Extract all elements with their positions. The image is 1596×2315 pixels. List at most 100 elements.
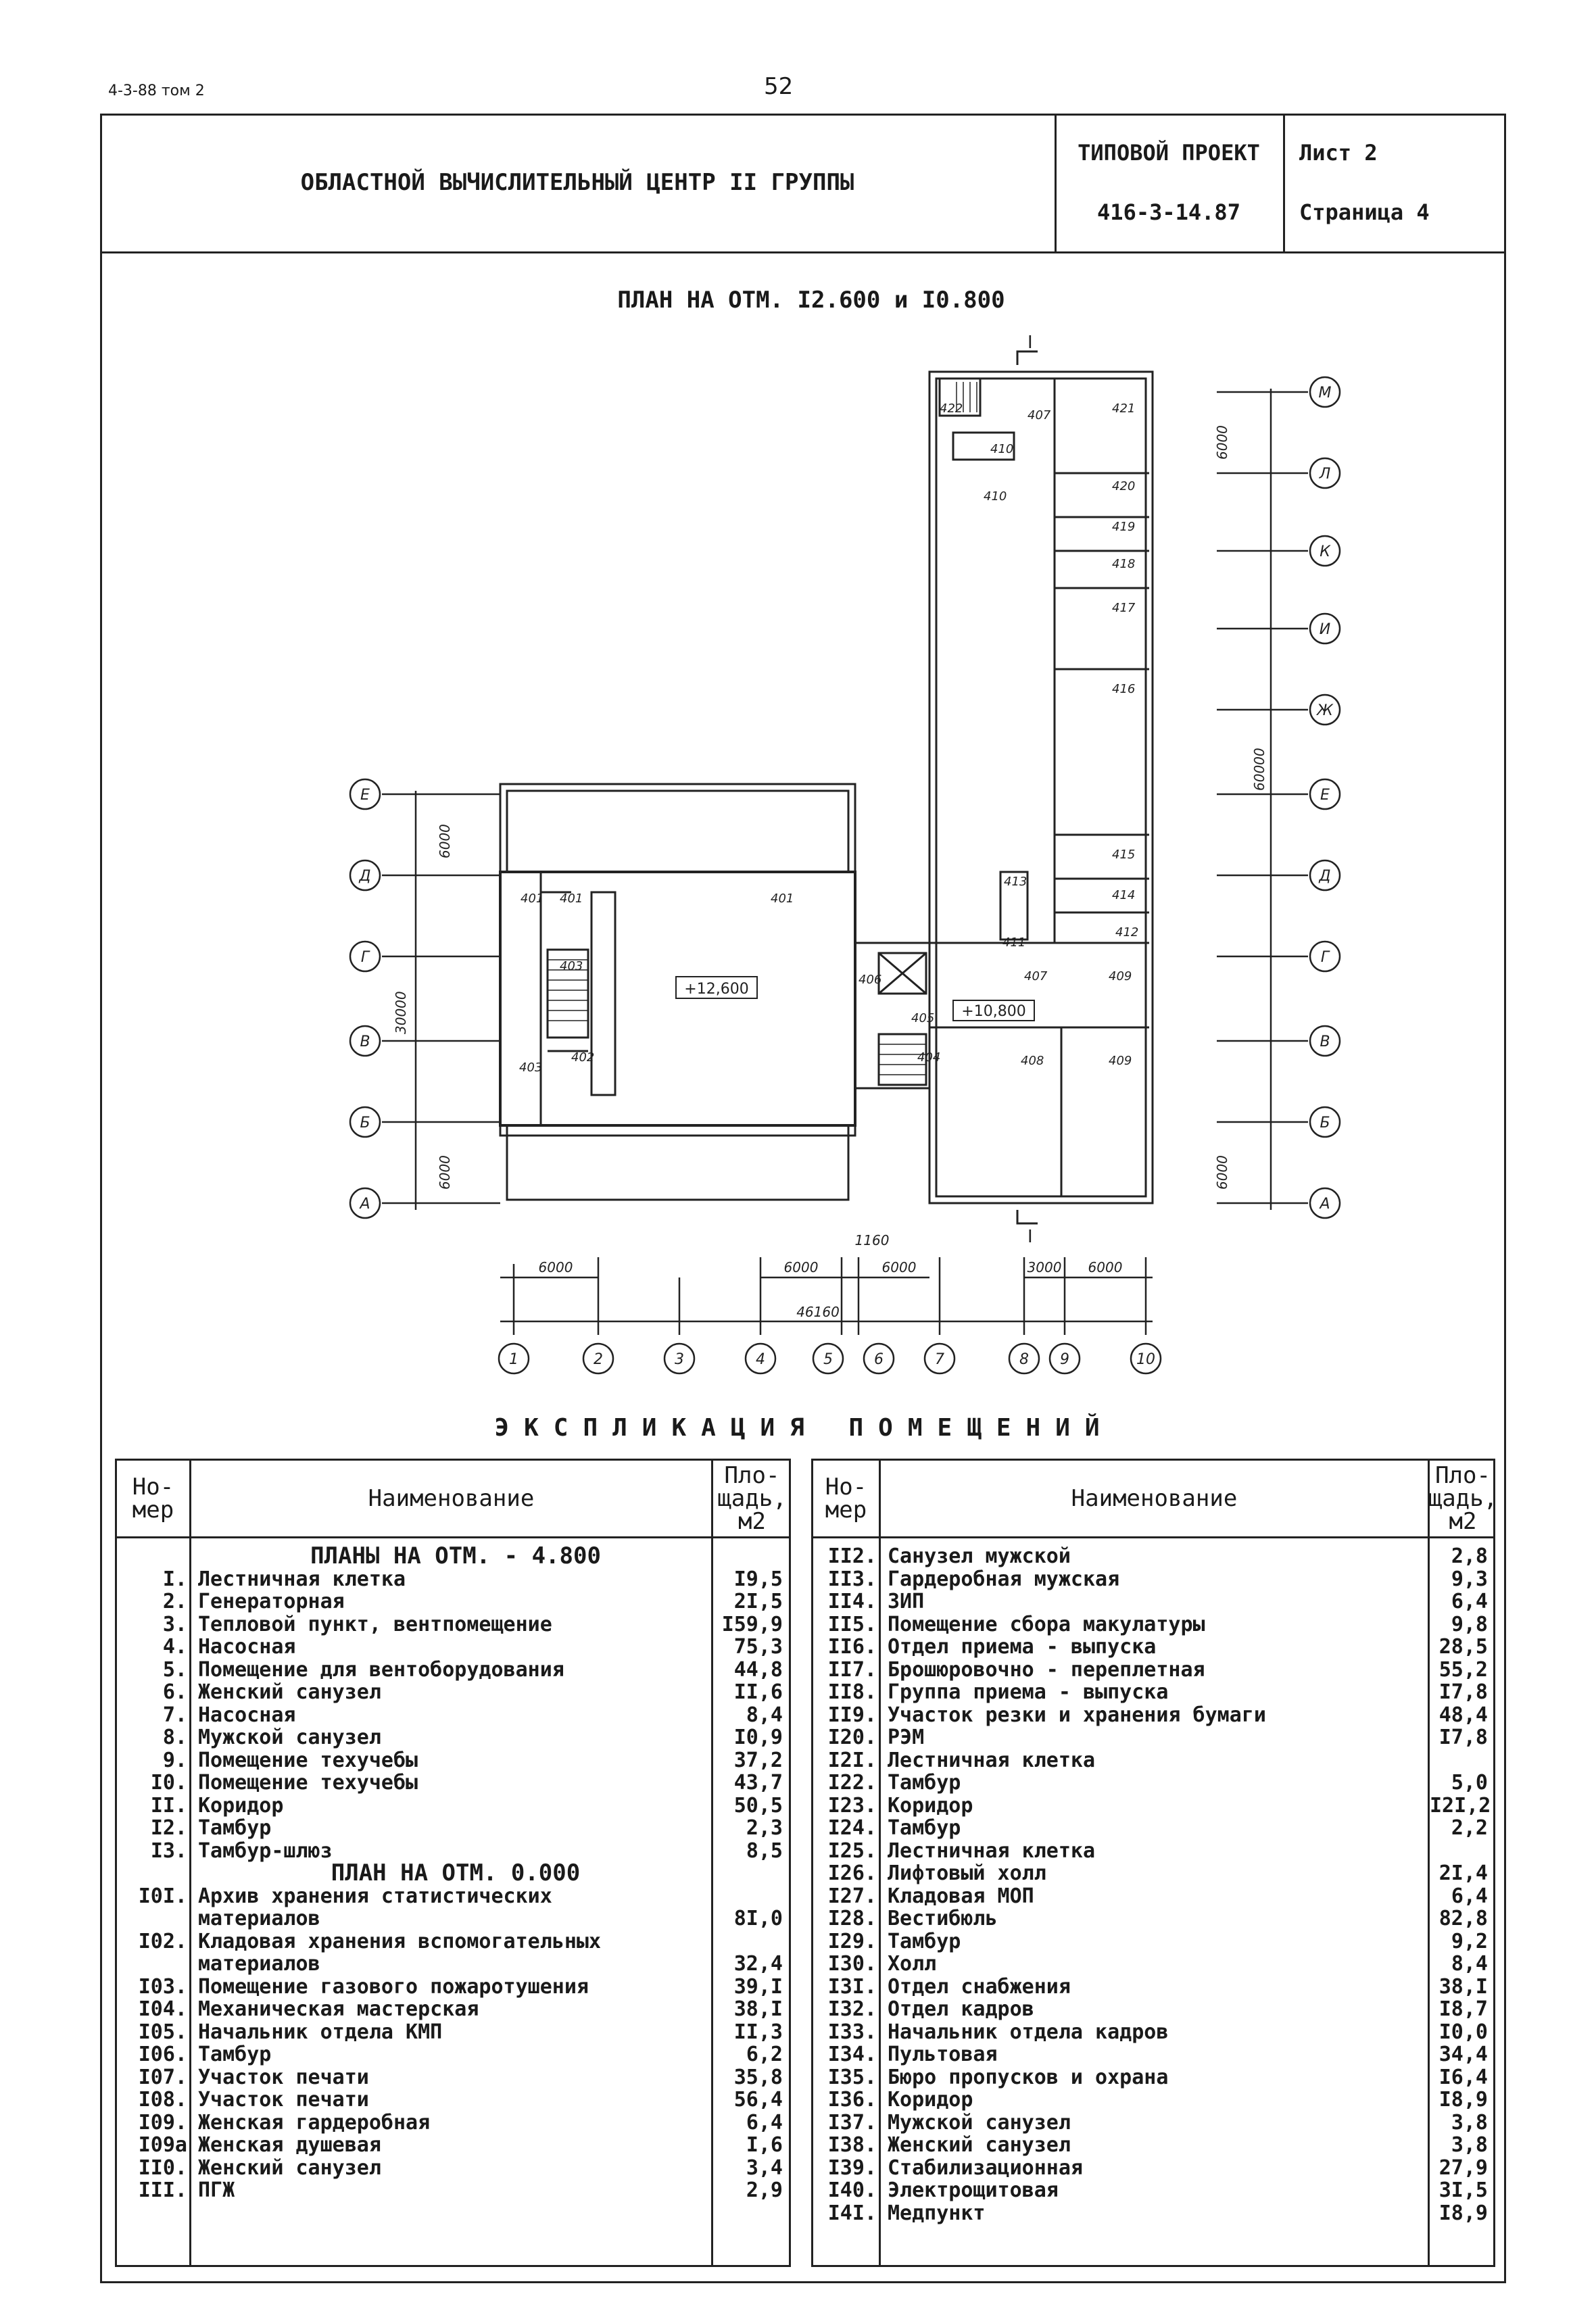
room-name: Помещение для вентоборудования [198,1658,564,1681]
room-area: 3,8 [1451,2110,1488,2135]
room-name: материалов [198,1953,320,1976]
room-name: Коридор [888,2089,973,2112]
room-number: II9. [827,1703,877,1727]
room-label: 411 [1002,935,1025,950]
room-area: I8,9 [1438,2201,1488,2225]
room-name: РЭМ [888,1726,925,1749]
room-name: Архив хранения статистических [198,1884,552,1907]
room-number: I35. [827,2065,877,2089]
room-name: Тамбур [198,1817,272,1840]
room-name: материалов [198,1907,320,1930]
sheet-number: Лист 2 [1299,140,1378,166]
dim-bottom: 6000 [784,1259,819,1275]
table-header: Но- мер Наименование Пло- щадь, м2 [811,1459,1497,1538]
room-area: I8,9 [1438,2088,1488,2112]
page-number: 52 [764,73,794,100]
room-area: 38,I [1438,1974,1488,1999]
room-area: I7,8 [1438,1680,1488,1704]
room-name: Тамбур [888,1817,961,1840]
room-area: 2,3 [746,1816,783,1840]
room-name: Электрощитовая [888,2179,1059,2202]
room-name: Помещение техучебы [198,1749,418,1772]
room-area: 43,7 [733,1771,783,1795]
room-number: I4I. [827,2201,877,2225]
room-area: 27,9 [1438,2155,1488,2180]
room-area: 6,2 [746,2043,783,2066]
dim-bottom: 6000 [1088,1259,1123,1275]
room-number: I26. [827,1861,877,1885]
room-area: I6,4 [1438,2065,1488,2089]
room-name: Женский санузел [888,2134,1071,2157]
axis-label-left: Д [358,868,370,885]
header-divider-v2 [1283,114,1285,251]
room-name: Насосная [198,1636,296,1659]
room-name: Холл [888,1953,937,1976]
page-label: Страница 4 [1299,199,1430,225]
room-area: I0,9 [733,1726,783,1749]
room-label: 405 [911,1011,934,1025]
room-name: Группа приема - выпуска [888,1681,1169,1704]
room-number: I34. [827,2043,877,2066]
room-area [713,1885,791,1908]
axis-label-right: Б [1320,1115,1330,1131]
sheet-block: Лист 2 Страница 4 [1283,114,1506,251]
room-name: Отдел кадров [888,1998,1034,2021]
room-area: 39,I [733,1974,783,1999]
room-area: 75,3 [733,1635,783,1659]
document-title: ОБЛАСТНОЙ ВЫЧИСЛИТЕЛЬНЫЙ ЦЕНТР II ГРУППЫ [300,169,854,196]
room-area: 34,4 [1438,2043,1488,2066]
room-area [1430,1749,1496,1772]
room-name: Начальник отдела КМП [198,2020,443,2043]
axis-number: 6 [874,1351,884,1368]
room-name: Стабилизационная [888,2156,1083,2179]
section-mark: I [1027,333,1033,353]
room-name: Коридор [198,1794,284,1817]
room-number [117,1545,191,1568]
room-number: 7. [162,1703,187,1727]
room-number: 6. [162,1680,187,1704]
table-row: I02.Кладовая хранения вспомогательных [117,1930,789,1953]
room-area: 50,5 [733,1793,783,1818]
section-heading-row: ПЛАН НА ОТМ. 0.000 [117,1862,789,1885]
room-name: Отдел приема - выпуска [888,1636,1157,1659]
axis-number: 1 [509,1351,518,1368]
room-number: I36. [827,2088,877,2112]
room-name: Тамбур-шлюз [198,1839,333,1862]
axis-label-right: Е [1320,787,1330,804]
room-name: Кладовая хранения вспомогательных [198,1930,602,1953]
room-name: Тамбур [888,1930,961,1953]
room-area: 8,4 [1451,1952,1488,1976]
room-area: 2I,5 [733,1590,783,1613]
room-label: 409 [1109,1054,1132,1068]
room-number: I08. [138,2088,187,2112]
room-number: I3. [150,1838,187,1863]
room-name: Отдел снабжения [888,1975,1071,1998]
room-name: Женская гардеробная [198,2111,431,2134]
room-name: Помещение газового пожаротушения [198,1975,589,1998]
header-divider [100,251,1506,253]
drawing-frame [100,114,1506,2283]
elevation-mark: +10,800 [961,1003,1025,1020]
room-name: ПГЖ [198,2179,235,2202]
room-area: 2,9 [746,2178,783,2202]
room-number: I0. [150,1771,187,1795]
axis-label-left: Б [360,1115,370,1131]
room-area: I7,8 [1438,1726,1488,1749]
room-name: ЗИП [888,1590,925,1613]
room-area: 38,I [733,1997,783,2021]
